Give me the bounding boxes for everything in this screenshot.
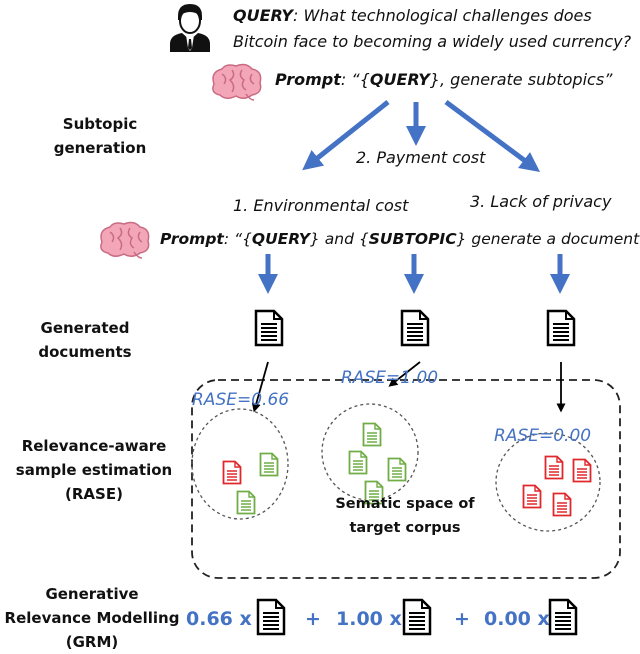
grm-plus-2: + xyxy=(454,608,470,630)
relevant-document-icon xyxy=(364,480,384,505)
rase-region xyxy=(191,361,621,579)
grm-coef-1: 0.66 x xyxy=(186,608,252,630)
grm-coef-3: 0.00 x xyxy=(484,608,550,630)
irrelevant-document-icon xyxy=(544,455,564,480)
grm-coef-2: 1.00 x xyxy=(336,608,402,630)
cluster-2-ellipse xyxy=(321,403,419,501)
query-line-2: Bitcoin face to becoming a widely used c… xyxy=(233,32,632,51)
query-line-1: QUERY: What technological challenges doe… xyxy=(233,6,592,25)
generation-arrows xyxy=(258,254,570,294)
relevant-document-icon xyxy=(348,450,368,475)
stage-grm: Generative Relevance Modelling (GRM) xyxy=(4,585,180,651)
brain-icon xyxy=(100,221,150,259)
subtopic-1: 1. Environmental cost xyxy=(233,196,409,215)
arrow-to-subtopic-3 xyxy=(444,99,541,172)
subtopic-3: 3. Lack of privacy xyxy=(470,192,612,211)
relevant-document-icon xyxy=(362,422,382,447)
person-icon xyxy=(170,4,210,52)
irrelevant-document-icon xyxy=(222,460,242,485)
grm-plus-1: + xyxy=(305,608,321,630)
irrelevant-document-icon xyxy=(552,492,572,517)
arrow-to-rase-2 xyxy=(388,361,421,387)
cluster-1-ellipse xyxy=(191,408,289,520)
document-icon xyxy=(546,309,576,347)
document-icon xyxy=(548,598,578,636)
subtopic-arrows xyxy=(302,99,541,172)
relevant-document-icon xyxy=(259,452,279,477)
subtopic-2: 2. Payment cost xyxy=(356,148,486,167)
stage-subtopic-generation: Subtopic generation xyxy=(53,115,147,157)
document-icon xyxy=(402,598,432,636)
stage-generated-documents: Generated documents xyxy=(38,319,132,361)
document-icon xyxy=(254,309,284,347)
brain-icon xyxy=(212,63,262,101)
document-icon xyxy=(400,309,430,347)
document-icon xyxy=(256,598,286,636)
arrow-to-rase-1 xyxy=(251,361,269,413)
relevant-document-icon xyxy=(236,490,256,515)
arrow-to-subtopic-1 xyxy=(302,100,390,171)
semantic-space-caption: Sematic space of target corpus xyxy=(335,496,475,536)
stage-rase: Relevance-aware sample estimation (RASE) xyxy=(15,437,173,503)
prompt-document: Prompt: “{QUERY} and {SUBTOPIC} generate… xyxy=(160,230,640,248)
relevant-document-icon xyxy=(387,457,407,482)
cluster-3-ellipse xyxy=(495,432,601,532)
rase-dashed-box xyxy=(191,379,621,579)
irrelevant-document-icon xyxy=(522,484,542,509)
rase-score-3: RASE=0.00 xyxy=(494,426,592,446)
prompt-subtopics: Prompt: “{QUERY}, generate subtopics” xyxy=(275,70,613,89)
irrelevant-document-icon xyxy=(572,458,592,483)
rase-score-2: RASE=1.00 xyxy=(341,368,439,388)
rase-score-1: RASE=0.66 xyxy=(192,390,290,410)
